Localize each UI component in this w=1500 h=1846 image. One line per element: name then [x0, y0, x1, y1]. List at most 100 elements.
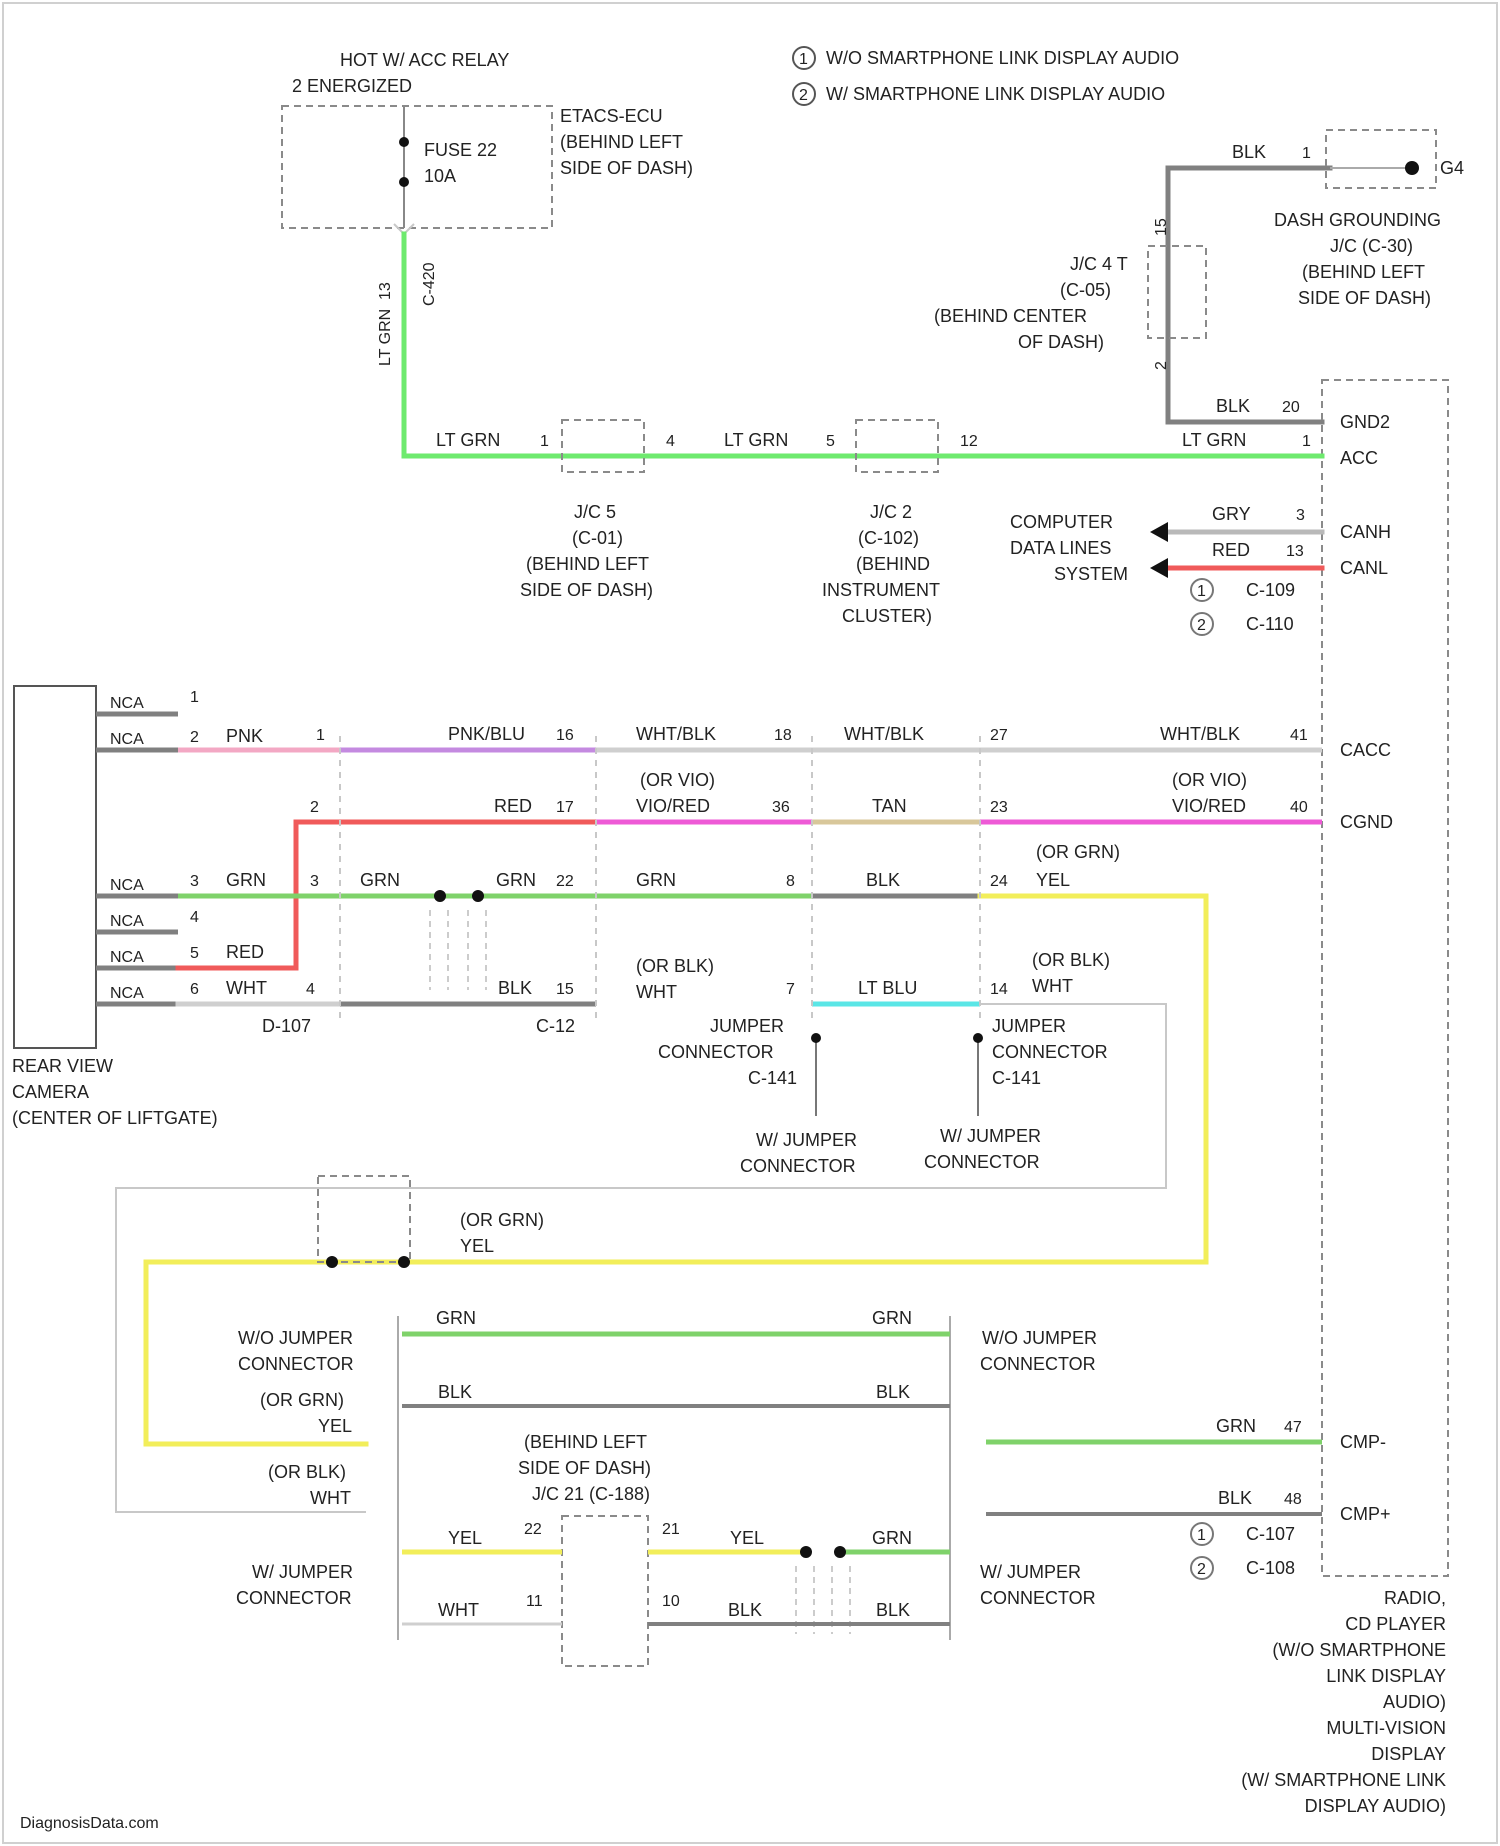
- radio-label-2: CD PLAYER: [1345, 1614, 1446, 1634]
- w-jumper-right-1: W/ JUMPER: [940, 1126, 1041, 1146]
- acc-terminal: ACC: [1340, 448, 1378, 468]
- wj-yel-right-label: YEL: [730, 1528, 764, 1548]
- acc-seg3-wire: LT GRN: [1182, 430, 1246, 450]
- jc5-label-2: (C-01): [572, 528, 623, 548]
- gnd2-wire-label: BLK: [1216, 396, 1250, 416]
- row2-c12-pin: 2: [310, 799, 319, 816]
- radio-label-9: DISPLAY AUDIO): [1305, 1796, 1446, 1816]
- camera-connector: D-107: [262, 1016, 311, 1036]
- row2-pin4: 40: [1290, 799, 1308, 816]
- cmp-minus-terminal: CMP-: [1340, 1432, 1386, 1452]
- jc21-label-3: J/C 21 (C-188): [532, 1484, 650, 1504]
- left-alt-1: (OR GRN): [260, 1390, 344, 1410]
- jc2-label-3: (BEHIND: [856, 554, 930, 574]
- legend-text-1: W/O SMARTPHONE LINK DISPLAY AUDIO: [826, 48, 1179, 68]
- relay-wire-label: LT GRN: [377, 309, 394, 366]
- jc2-pin-out: 12: [960, 433, 978, 450]
- wj-left-1: W/ JUMPER: [252, 1562, 353, 1582]
- etacs-label-2: (BEHIND LEFT: [560, 132, 683, 152]
- gnd2-terminal: GND2: [1340, 412, 1390, 432]
- yel-splice-left: [326, 1256, 338, 1268]
- camera-w6: WHT: [226, 978, 267, 998]
- woj-left-2: CONNECTOR: [238, 1354, 354, 1374]
- cmp-conn-num-2: 2: [1197, 1561, 1206, 1578]
- row4-c12-pin: 4: [306, 981, 315, 998]
- acc-pin: 1: [1302, 433, 1311, 450]
- row4-pin2: 7: [786, 981, 795, 998]
- c12-connector: C-12: [536, 1016, 575, 1036]
- camera-pin-1: 1: [190, 689, 199, 706]
- nca-5: NCA: [110, 949, 144, 966]
- relay-pin: 13: [377, 282, 394, 300]
- cmp-minus-wire-label: GRN: [1216, 1416, 1256, 1436]
- jc2-pin-in: 5: [826, 433, 835, 450]
- camera-pin-3: 3: [190, 873, 199, 890]
- fuse-dot-top: [399, 137, 409, 147]
- fuse-label: FUSE 22: [424, 140, 497, 160]
- row2-wire3: TAN: [872, 796, 907, 816]
- row1-pin: 16: [556, 727, 574, 744]
- row4-alt: (OR BLK): [636, 956, 714, 976]
- camera-label-1: REAR VIEW: [12, 1056, 113, 1076]
- row3-pin: 22: [556, 873, 574, 890]
- cmp-plus-pin: 48: [1284, 1491, 1302, 1508]
- jc47-box: [1148, 246, 1206, 338]
- woj-right-2: CONNECTOR: [980, 1354, 1096, 1374]
- row3-splice-right: [472, 890, 484, 902]
- dash-grounding-jc-box: [1326, 130, 1436, 188]
- cmp-plus-terminal: CMP+: [1340, 1504, 1391, 1524]
- canh-pin: 3: [1296, 507, 1305, 524]
- etacs-box: [282, 106, 552, 228]
- jc5-label-3: (BEHIND LEFT: [526, 554, 649, 574]
- jc2-box: [856, 420, 938, 472]
- row3-splice-hatch: [430, 910, 486, 990]
- w-jumper-left-2: CONNECTOR: [740, 1156, 856, 1176]
- acc-seg2-wire: LT GRN: [724, 430, 788, 450]
- can-conn-1: C-109: [1246, 580, 1295, 600]
- row3-wire: GRN: [360, 870, 400, 890]
- row4-wire3: LT BLU: [858, 978, 917, 998]
- jumper-right-label-2: CONNECTOR: [992, 1042, 1108, 1062]
- jumper-right-label-1: JUMPER: [992, 1016, 1066, 1036]
- row1-wire2: WHT/BLK: [636, 724, 716, 744]
- row4-wire2: WHT: [636, 982, 677, 1002]
- jc47-pin-top: 15: [1153, 218, 1170, 236]
- dash-ground-label-3: (BEHIND LEFT: [1302, 262, 1425, 282]
- jumper-right-label-3: C-141: [992, 1068, 1041, 1088]
- left-wire-2: WHT: [310, 1488, 351, 1508]
- row2-pin: 17: [556, 799, 574, 816]
- ground-g4: G4: [1440, 158, 1464, 178]
- row3-pin3: 24: [990, 873, 1008, 890]
- row3-wire-b: GRN: [496, 870, 536, 890]
- jc21-pin-22: 22: [524, 1521, 542, 1538]
- jc2-label-5: CLUSTER): [842, 606, 932, 626]
- legend-num-2: 2: [799, 87, 808, 104]
- camera-pin-6: 6: [190, 981, 199, 998]
- row3-wire3: BLK: [866, 870, 900, 890]
- jumper-right-dot: [973, 1033, 983, 1043]
- cmp-conn-2: C-108: [1246, 1558, 1295, 1578]
- can-label-2: DATA LINES: [1010, 538, 1111, 558]
- nca-4: NCA: [110, 913, 144, 930]
- w-jumper-left-1: W/ JUMPER: [756, 1130, 857, 1150]
- row2-pin3: 23: [990, 799, 1008, 816]
- wj-splice-left: [800, 1546, 812, 1558]
- w-jumper-right-2: CONNECTOR: [924, 1152, 1040, 1172]
- camera-w5: RED: [226, 942, 264, 962]
- can-conn-2: C-110: [1246, 614, 1294, 634]
- woj-blk-left: BLK: [438, 1382, 472, 1402]
- camera-label-3: (CENTER OF LIFTGATE): [12, 1108, 218, 1128]
- wj-left-2: CONNECTOR: [236, 1588, 352, 1608]
- rear-view-camera: [14, 686, 96, 1048]
- can-conn-num-2: 2: [1197, 617, 1206, 634]
- row3-alt: (OR GRN): [1036, 842, 1120, 862]
- watermark: DiagnosisData.com: [20, 1815, 159, 1832]
- jc2-label-1: J/C 2: [870, 502, 912, 522]
- jc21-pin-10: 10: [662, 1593, 680, 1610]
- row1-pin2: 18: [774, 727, 792, 744]
- dash-ground-label-1: DASH GROUNDING: [1274, 210, 1441, 230]
- row4-pin: 15: [556, 981, 574, 998]
- radio-label-8: (W/ SMARTPHONE LINK: [1241, 1770, 1446, 1790]
- camera-pin-2: 2: [190, 729, 199, 746]
